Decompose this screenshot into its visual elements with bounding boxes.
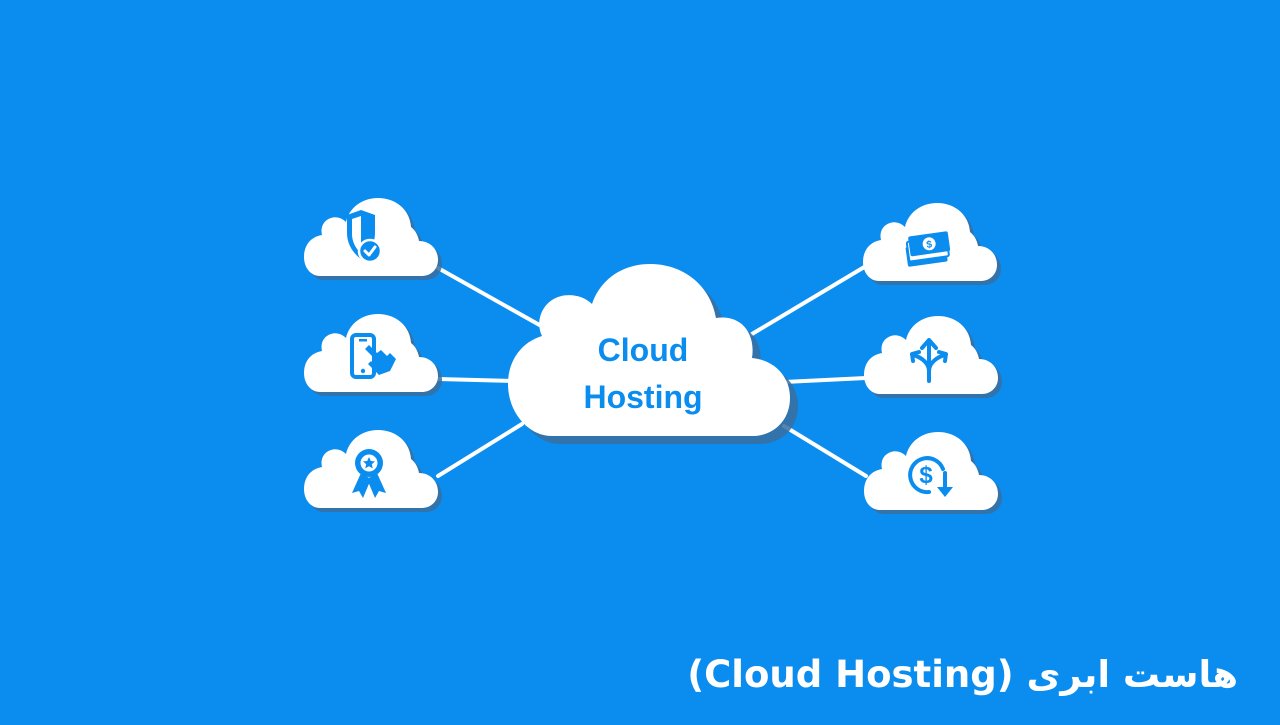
central-cloud-shape [508, 264, 790, 436]
dollar-cost-down-icon: $ [908, 456, 953, 497]
connector-line [782, 424, 868, 478]
svg-text:$: $ [919, 462, 933, 489]
page-caption: هاست ابری (Cloud Hosting) [687, 653, 1238, 696]
connector-lines [436, 264, 868, 478]
connector-line [436, 422, 524, 478]
central-title-line2: Hosting [583, 379, 702, 415]
branching-arrows-scalability-icon [910, 338, 948, 383]
central-title-line1: Cloud [598, 332, 689, 368]
connector-line [782, 376, 868, 384]
node-cloud-cost: $ [864, 432, 1002, 514]
node-cloud-award [304, 430, 442, 512]
money-bills-icon: $ [905, 231, 951, 267]
node-cloud-money: $ [863, 203, 1001, 285]
security-shield-check-icon [347, 210, 383, 264]
node-cloud-mobile [304, 314, 442, 396]
mobile-touch-icon [350, 333, 396, 379]
connector-line [436, 266, 554, 334]
node-cloud-scalability [864, 316, 1002, 398]
connector-line [436, 377, 516, 383]
connector-line [750, 264, 868, 336]
node-cloud-security [304, 198, 442, 280]
central-cloud: Cloud Hosting [508, 264, 798, 444]
svg-text:$: $ [926, 239, 933, 251]
award-badge-icon [352, 449, 386, 498]
